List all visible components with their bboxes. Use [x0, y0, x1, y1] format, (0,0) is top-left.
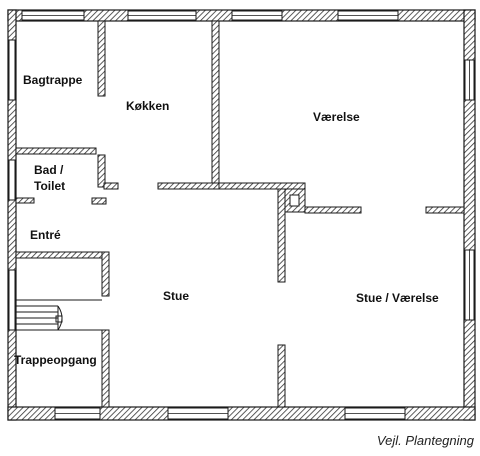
wall-under-bagtrappe	[15, 147, 97, 155]
label-vaerelse: Værelse	[313, 110, 360, 124]
label-trappeopgang: Trappeopgang	[14, 353, 97, 367]
wall-trappe-right-bottom	[101, 329, 110, 408]
wall-koekken-bottom	[157, 182, 221, 190]
window-left-2	[8, 159, 16, 201]
wall-stue-stuevaerelse-top	[277, 188, 286, 283]
window-lines	[22, 15, 470, 414]
window-left-1	[8, 39, 16, 101]
label-bagtrappe: Bagtrappe	[23, 73, 83, 87]
wall-koekken-vaerelse	[211, 20, 220, 184]
chimney-flue	[289, 194, 300, 207]
label-bad-line2: Toilet	[34, 179, 65, 193]
floor-plan: Bagtrappe Køkken Værelse Bad / Toilet En…	[7, 9, 476, 421]
interior-walls	[15, 20, 465, 408]
wall-bagtrappe-koekken	[97, 20, 106, 97]
wall-under-bad	[15, 197, 35, 204]
window-left-3	[8, 269, 16, 331]
wall-vaerelse-stue-far-right	[425, 206, 465, 214]
wall-trappe-top	[15, 251, 103, 259]
wall-bad-side	[103, 182, 119, 190]
label-stue-vaerelse: Stue / Værelse	[356, 291, 439, 305]
wall-stue-stuevaerelse-bottom	[277, 344, 286, 408]
wall-vaerelse-bottom	[218, 182, 306, 190]
wall-trappe-right-top	[101, 251, 110, 297]
wall-vaerelse-stue-right	[304, 206, 362, 214]
plan-caption: Vejl. Plantegning	[376, 433, 474, 448]
label-koekken: Køkken	[126, 99, 169, 113]
label-bad-line1: Bad /	[34, 163, 64, 177]
label-stue: Stue	[163, 289, 189, 303]
wall-bad-door-stub	[91, 197, 107, 205]
stairs	[16, 299, 102, 331]
wall-bad-koekken	[97, 154, 106, 188]
label-entre: Entré	[30, 228, 61, 242]
